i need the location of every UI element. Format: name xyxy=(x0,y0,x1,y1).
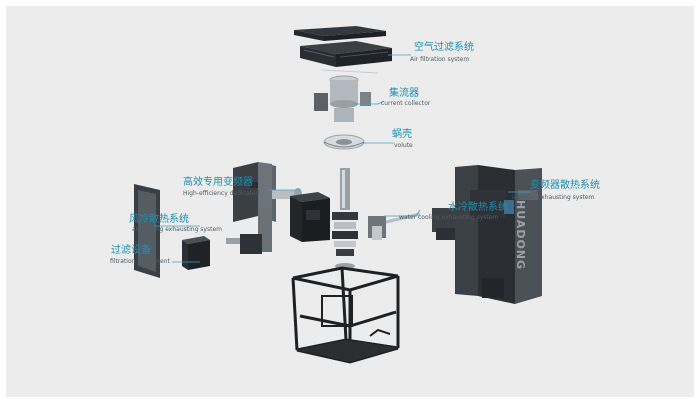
volute-part xyxy=(323,134,365,150)
motor-box xyxy=(290,192,330,242)
air-cooling-label-en: air cooling exhausting system xyxy=(132,226,222,233)
current-collector-label-en: current collector xyxy=(381,100,431,107)
water-cooling-label-en: water cooling exhausting system xyxy=(399,214,499,221)
volute-label-en: volute xyxy=(394,142,413,149)
leader-lines xyxy=(154,54,530,263)
air-cooling-grill xyxy=(134,184,160,278)
filtration-equipment-label-cn: 过滤设备 xyxy=(111,245,151,256)
volute-label-cn: 蜗壳 xyxy=(392,129,412,140)
air-filtration-unit xyxy=(294,26,392,74)
duct-pipe xyxy=(226,188,302,254)
air-cooling-label-cn: 风冷散热系统 xyxy=(129,214,189,225)
filtration-equipment-box xyxy=(182,236,210,270)
air-filtration-label-en: Air filtration system xyxy=(410,56,470,63)
inverter-cabinet-right xyxy=(455,165,542,304)
high-efficiency-label-cn: 高效专用变频器 xyxy=(183,177,253,188)
filtration-equipment-label-en: filtration equipment xyxy=(110,258,170,265)
air-filtration-label-cn: 空气过滤系统 xyxy=(414,42,474,53)
cabinet-brand-text: HUADONG xyxy=(514,200,527,271)
inverter-cooling-label-en: inverter exhausting system xyxy=(512,194,595,201)
inverter-cooling-label-cn: 变频器散热系统 xyxy=(530,180,600,191)
motor-shaft-column xyxy=(332,168,358,269)
current-collector-part xyxy=(314,75,371,122)
current-collector-label-cn: 集流器 xyxy=(389,88,419,99)
high-efficiency-label-en: High-efficiency dedicated xyxy=(183,190,260,197)
water-cooling-label-cn: 水冷散热系统 xyxy=(448,202,508,213)
inverter-cabinet-left xyxy=(233,162,276,222)
